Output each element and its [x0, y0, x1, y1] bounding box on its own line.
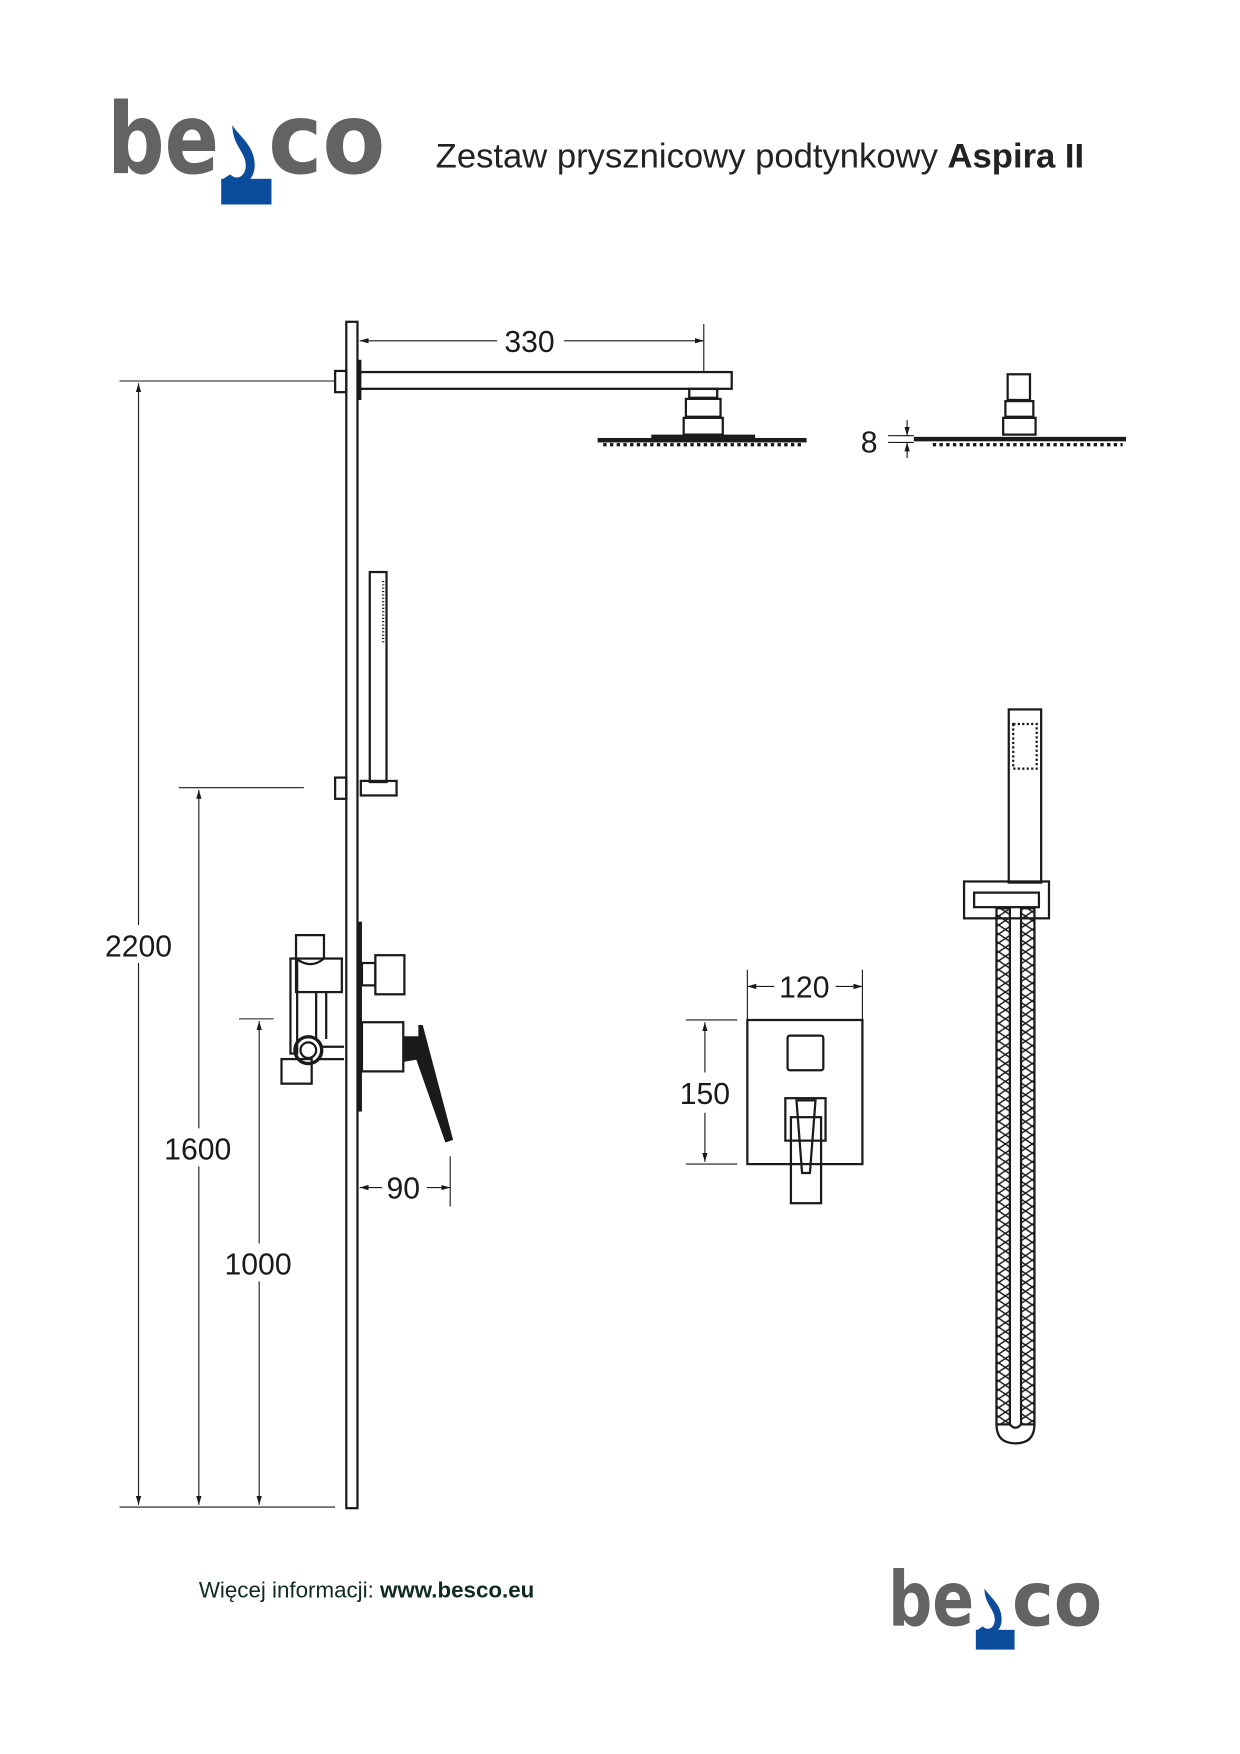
- dim-plate-width: 120: [779, 972, 829, 1005]
- hand-shower-side: [334, 570, 398, 800]
- page-title: Zestaw prysznicowy podtynkowy Aspira II: [436, 138, 1084, 176]
- dim-mixer-height: 1000: [225, 1249, 292, 1282]
- shower-head-front: [888, 373, 1127, 459]
- besco-logo-bottom: [888, 1555, 1103, 1650]
- dim-holder-height: 1600: [164, 1134, 231, 1167]
- dim-head-thickness: 8: [861, 426, 878, 459]
- dim-mixer-depth: 90: [387, 1173, 421, 1206]
- more-info-text: Więcej informacji: www.besco.eu: [199, 1578, 534, 1603]
- mixer-side: [280, 921, 454, 1143]
- dim-plate-height: 150: [680, 1078, 730, 1111]
- shower-head-side: [358, 370, 807, 447]
- besco-logo-top: [107, 83, 386, 205]
- website-link[interactable]: www.besco.eu: [379, 1578, 534, 1603]
- mixer-front: [685, 969, 864, 1205]
- dim-arm-length: 330: [504, 326, 554, 359]
- dim-total-height: 2200: [105, 930, 172, 963]
- height-dimensions: [100, 380, 336, 1508]
- wall-rail: [334, 320, 362, 1510]
- hand-shower-hose: [962, 708, 1051, 1445]
